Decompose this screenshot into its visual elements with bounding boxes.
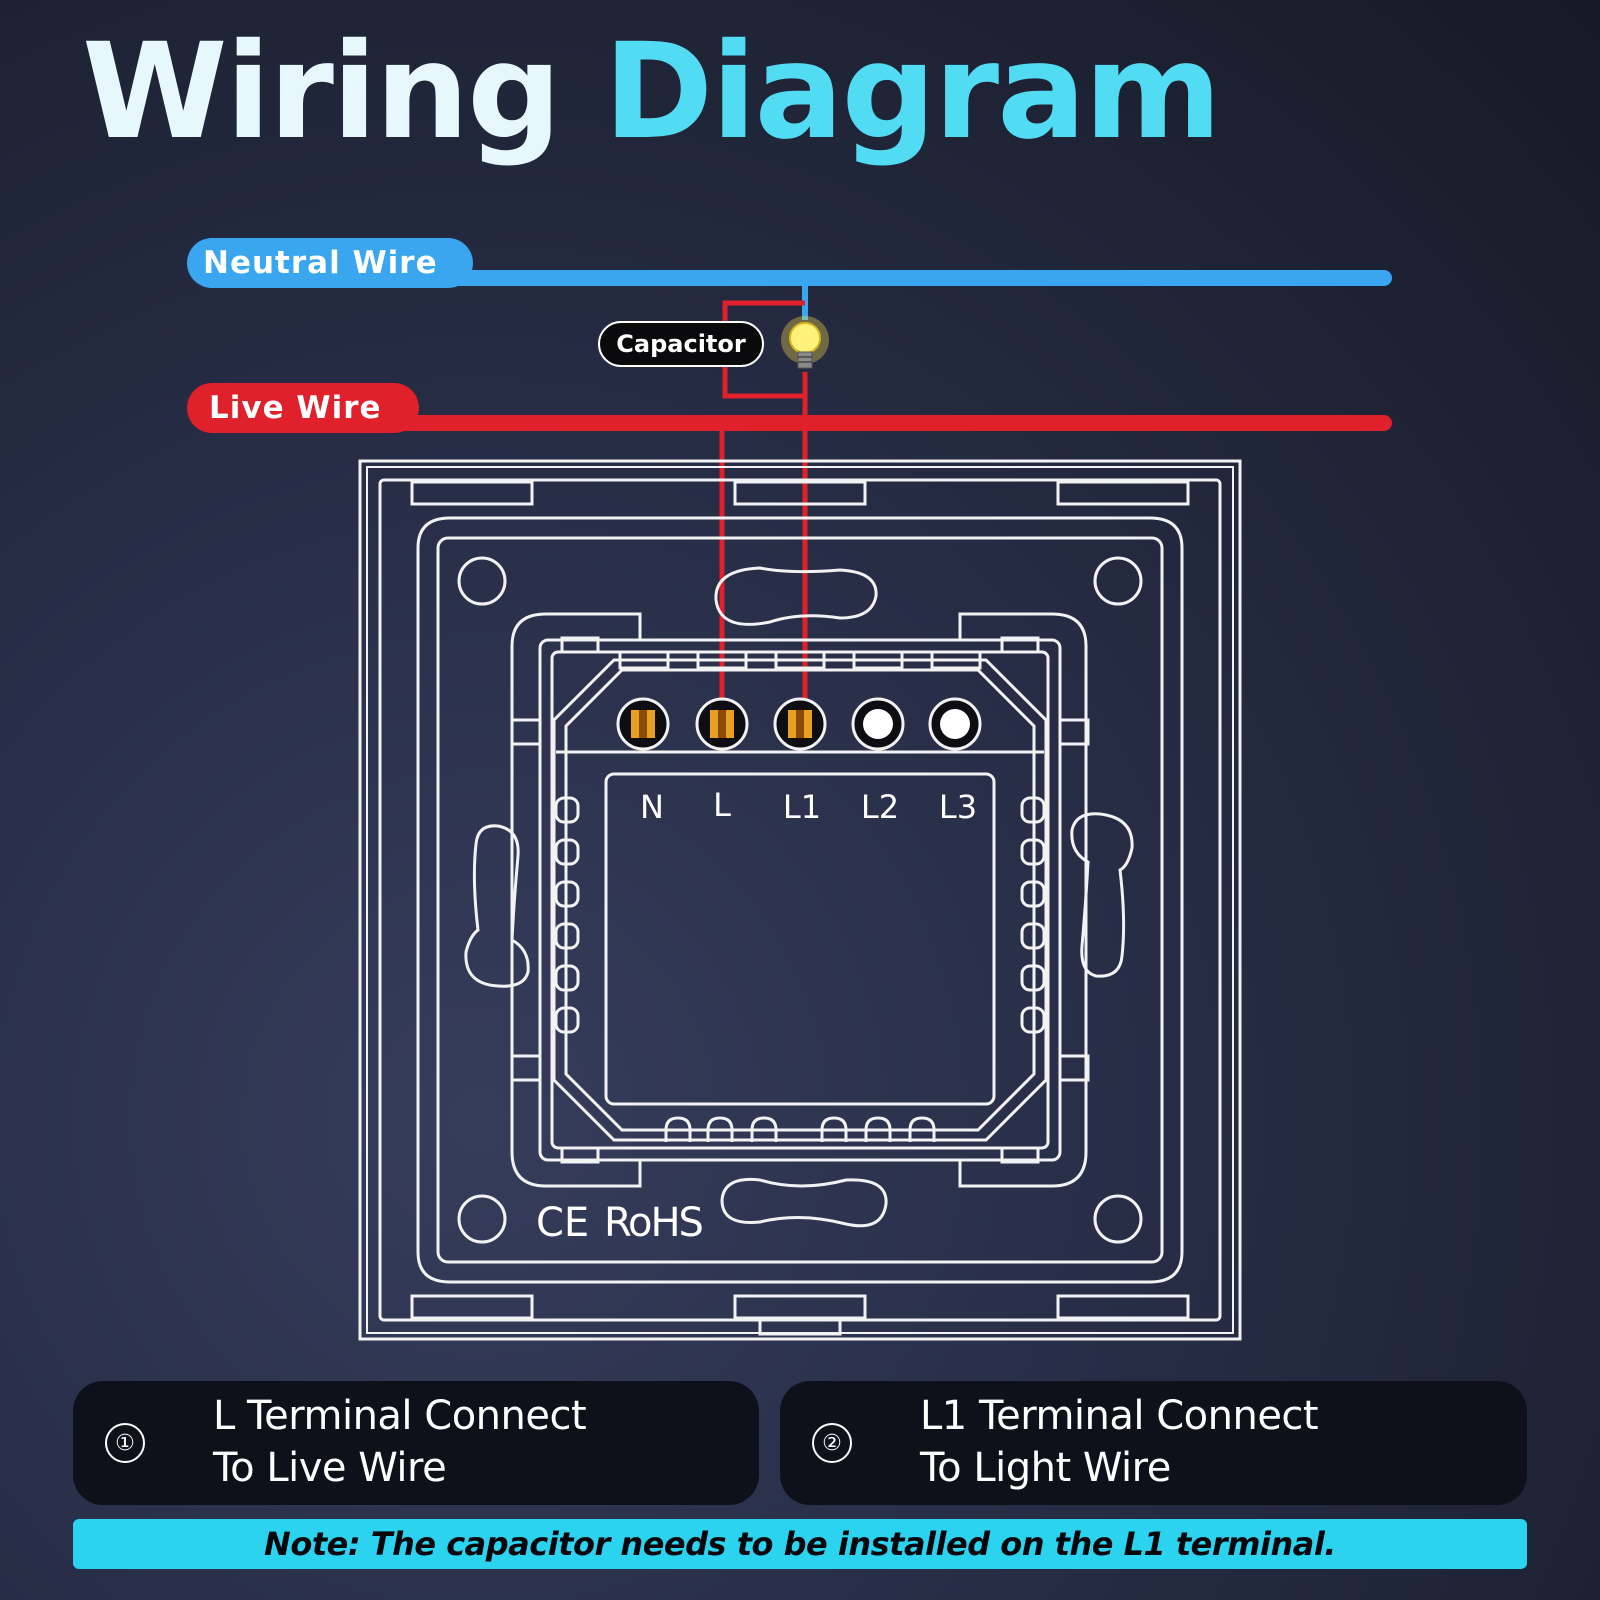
step-2-line-2: To Light Wire [920, 1445, 1171, 1491]
ce-mark: CE [536, 1200, 589, 1246]
capacitor-note: Note: The capacitor needs to be installe… [73, 1519, 1527, 1569]
light-bulb-icon [781, 316, 829, 369]
step-1-line-1: L Terminal Connect [213, 1393, 587, 1439]
terminal-label-l: L [713, 786, 731, 824]
capacitor-label: Capacitor [598, 321, 764, 367]
certification-marks: CE RoHS [536, 1200, 705, 1246]
title-word-wiring: Wiring [82, 15, 562, 169]
terminal-l-screw [695, 697, 749, 751]
terminal-label-l1: L1 [783, 788, 821, 826]
terminal-label-l3: L3 [939, 788, 977, 826]
terminal-l3-screw [928, 697, 982, 751]
terminal-label-panel [604, 772, 996, 1106]
step-2-line-1: L1 Terminal Connect [920, 1393, 1319, 1439]
terminal-l1-screw [773, 697, 827, 751]
terminal-l2-screw [851, 697, 905, 751]
step-number-1: ① [105, 1423, 145, 1463]
switch-back-plate [358, 459, 1242, 1341]
terminal-labels: N L L1 L2 L3 [640, 786, 977, 826]
terminal-label-n: N [640, 788, 664, 826]
plate-outer-frame [358, 459, 1242, 1341]
terminal-screws [616, 697, 982, 751]
rohs-mark: RoHS [604, 1200, 703, 1246]
step-1-line-2: To Live Wire [213, 1445, 447, 1491]
live-wire-label: Live Wire [187, 383, 419, 433]
terminal-label-l2: L2 [861, 788, 899, 826]
page-title: Wiring Diagram [82, 19, 1222, 165]
step-number-2: ② [812, 1423, 852, 1463]
step-card-1: ① L Terminal Connect To Live Wire [73, 1381, 759, 1505]
terminal-n-screw [616, 697, 670, 751]
title-word-diagram: Diagram [603, 15, 1222, 169]
neutral-wire-label: Neutral Wire [187, 238, 473, 288]
step-card-2: ② L1 Terminal Connect To Light Wire [780, 1381, 1527, 1505]
